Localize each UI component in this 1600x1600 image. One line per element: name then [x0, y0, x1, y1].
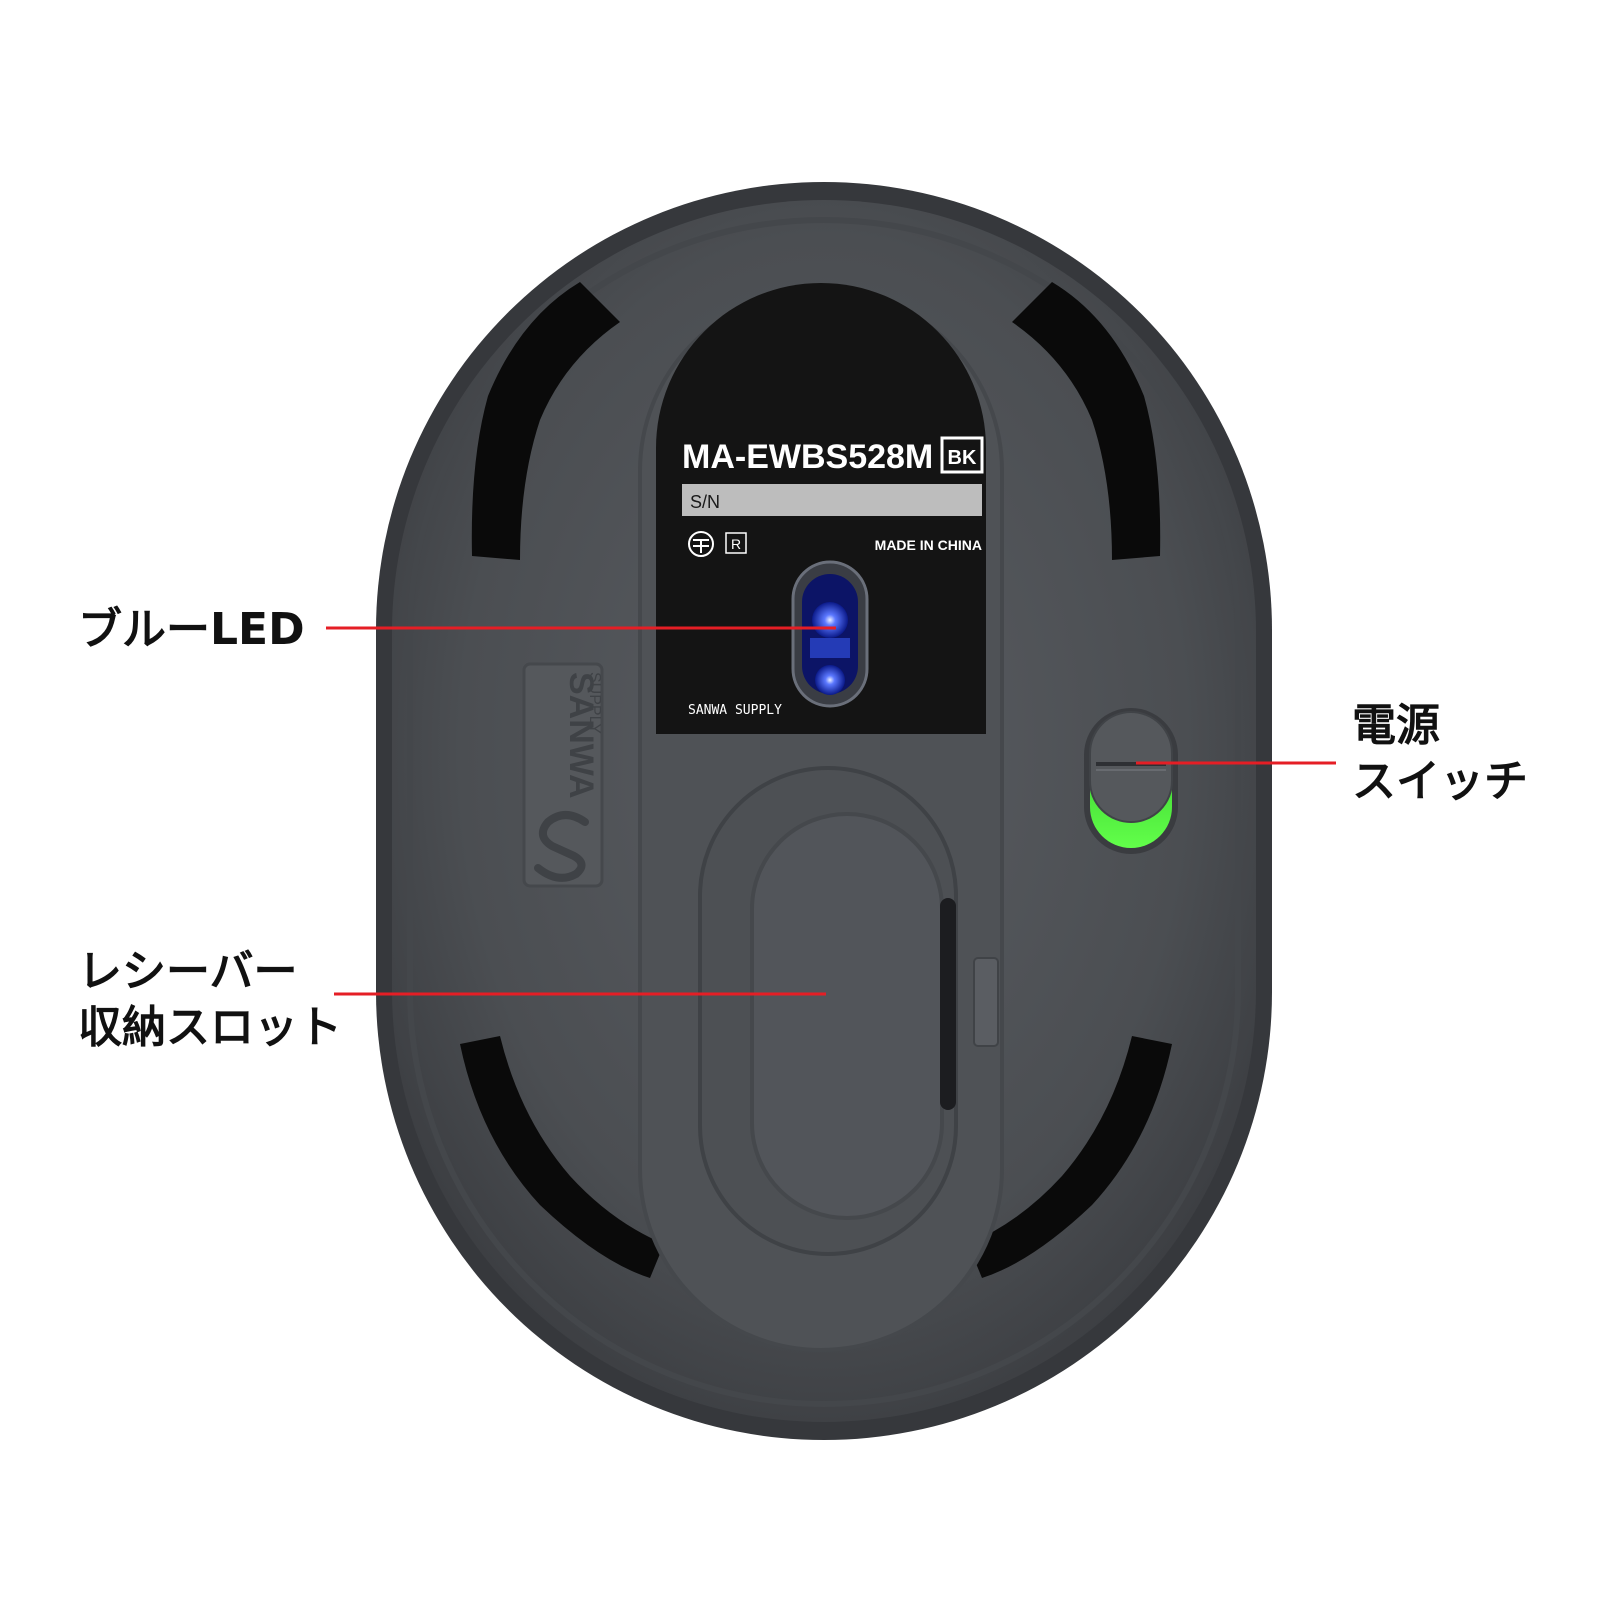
- foot-top-right: [1012, 282, 1161, 560]
- callout-blue-led-line: ブルーLED: [78, 604, 305, 655]
- sticker-brand: SANWA SUPPLY: [688, 703, 782, 718]
- callout-receiver-slot: レシーバー 収納スロット: [78, 944, 342, 1056]
- power-switch-knob[interactable]: [1089, 711, 1173, 823]
- tele-cert-icon: [688, 531, 714, 557]
- serial-label: S/N: [690, 492, 720, 512]
- logo-s-icon: [534, 811, 589, 882]
- logo-brand-sub: SUPPLY: [586, 672, 603, 734]
- foot-bottom-left: [460, 1036, 664, 1278]
- callout-receiver-line-2: 収納スロット: [78, 1002, 342, 1053]
- callout-power-switch: 電源 スイッチ: [1352, 698, 1528, 810]
- blue-led-window: [791, 560, 869, 708]
- receiver-slot[interactable]: [698, 766, 999, 1256]
- cert-r-box: [725, 532, 747, 554]
- receiver-eject-tab[interactable]: [973, 957, 999, 1047]
- foot-bottom-right: [968, 1036, 1172, 1278]
- receiver-eject-slit: [940, 898, 956, 1110]
- power-switch[interactable]: [1084, 708, 1178, 854]
- callout-receiver-line-1: レシーバー: [78, 946, 298, 997]
- color-code: BK: [948, 447, 977, 469]
- rubber-feet: [460, 282, 1172, 1278]
- callout-power-line-2: スイッチ: [1352, 756, 1528, 807]
- led-light-icon: [812, 602, 848, 638]
- color-code-box: [940, 436, 984, 474]
- foot-top-left: [471, 282, 620, 560]
- model-number: MA-EWBS528M: [682, 438, 933, 476]
- logo-brand-word: SANWA: [562, 672, 600, 799]
- receiver-slot-cover[interactable]: [750, 812, 944, 1220]
- callout-power-line-1: 電源: [1352, 700, 1440, 751]
- made-in-china: MADE IN CHINA: [875, 537, 982, 553]
- mouse-base-rim: [407, 217, 1241, 1407]
- cert-r: R: [731, 536, 741, 552]
- callout-blue-led: ブルーLED: [78, 602, 305, 658]
- serial-field: [682, 484, 982, 516]
